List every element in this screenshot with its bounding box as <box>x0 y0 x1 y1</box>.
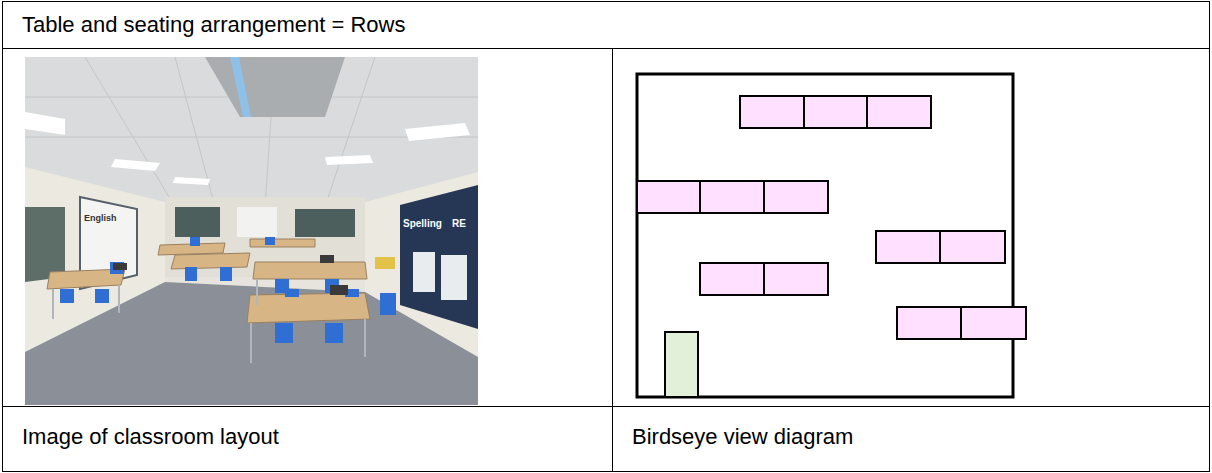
table-cell: Image of classroom layout <box>22 424 279 449</box>
board-label: RE <box>452 218 466 230</box>
table-cell: Birdseye view diagram <box>632 424 853 449</box>
table-border <box>2 1 3 472</box>
table-header: Table and seating arrangement = Rows <box>22 12 405 37</box>
classroom-photo <box>25 57 478 405</box>
table-border <box>612 48 613 472</box>
board-label: English <box>84 213 117 223</box>
table-border <box>2 1 1210 2</box>
table-border <box>2 48 1210 49</box>
table-border <box>2 406 1210 407</box>
table-border <box>2 471 1210 472</box>
birdseye-diagram <box>630 68 1032 403</box>
table-border <box>1209 1 1210 472</box>
board-label: Spelling <box>403 218 442 230</box>
